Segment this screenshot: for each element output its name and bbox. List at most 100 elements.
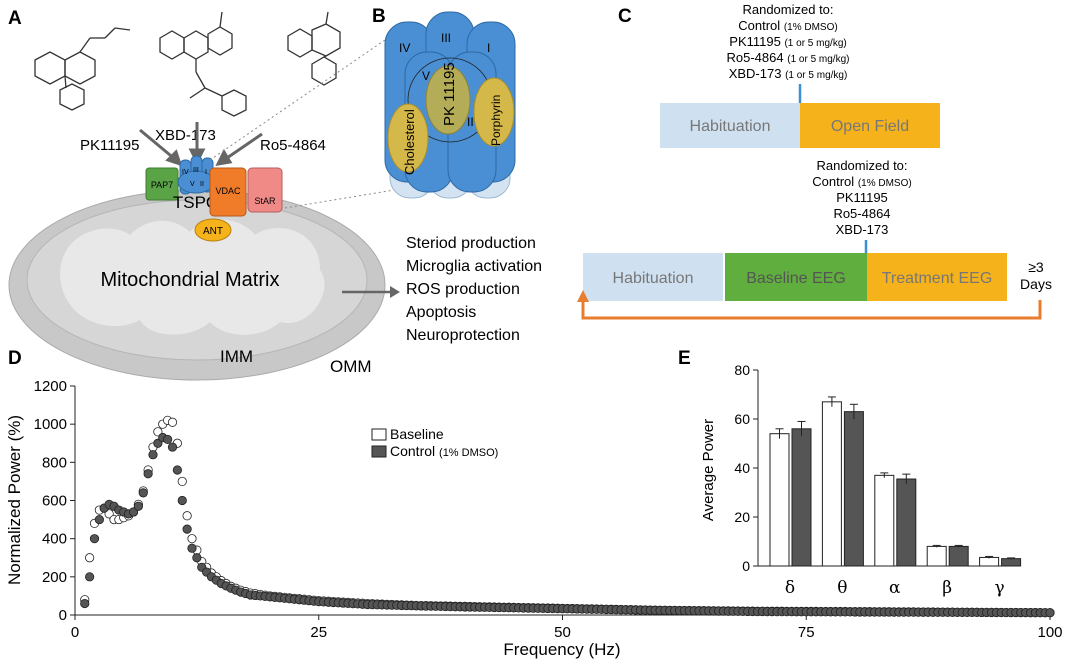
porphyrin-label: Porphyrin (489, 95, 503, 146)
star-protein (247, 167, 283, 213)
d-point-control (89, 534, 100, 544)
d-point-control (192, 553, 202, 563)
c-top-openfield-block (800, 103, 940, 148)
c-bottom-line-1: Control (1% DMSO) (812, 174, 911, 189)
d-xtick-label: 75 (798, 624, 815, 641)
cholesterol-site (387, 103, 429, 173)
legend-control-label: Control (1% DMSO) (390, 443, 498, 459)
vdac-label: VDAC (215, 186, 241, 196)
d-point-control (94, 514, 104, 525)
c-bottom-treatment-block (867, 253, 1007, 301)
panel-c: Randomized to: Control (1% DMSO) PK11195… (577, 2, 1052, 320)
e-xtick-label: α (889, 578, 901, 598)
effect-ros: ROS production (406, 281, 520, 298)
panel-label-d: D (8, 348, 22, 369)
d-point-control (85, 572, 95, 582)
tspo-label: TSPO (173, 193, 219, 212)
porphyrin-site (473, 77, 515, 147)
c-bottom-treatment-label: Treatment EEG (882, 270, 993, 287)
panel-label-c: C (618, 6, 632, 27)
e-ylabel: Average Power (700, 419, 717, 521)
guide-line-top (209, 39, 386, 161)
e-bar-baseline (769, 433, 790, 567)
d-point-control (167, 442, 178, 452)
d-ytick-label: 600 (42, 493, 67, 510)
c-top-line-3: Ro5-4864 (1 or 5 mg/kg) (727, 50, 850, 65)
e-bar-control (843, 411, 864, 567)
c-bottom-habituation-label: Habituation (613, 270, 694, 287)
c-bottom-heading: Randomized to: (816, 158, 907, 173)
d-ytick-label: 0 (59, 607, 67, 624)
effect-neuroprotection: Neuroprotection (406, 327, 520, 344)
d-point-control (138, 488, 148, 498)
drug-label-pk11195: PK11195 (80, 137, 140, 154)
c-top-openfield-label: Open Field (831, 118, 909, 135)
e-bar-baseline (874, 474, 895, 567)
panel-label-b: B (372, 6, 386, 27)
e-bar-baseline (979, 556, 1000, 567)
pap7-label: PAP7 (151, 180, 173, 190)
d-point-baseline (182, 511, 192, 521)
d-ytick-label: 1000 (34, 416, 67, 433)
c-top-heading: Randomized to: (742, 2, 833, 17)
d-point-baseline (187, 534, 197, 544)
c-top-habituation-block (660, 103, 800, 148)
d-point-control (172, 465, 182, 475)
e-xtick-label: δ (785, 578, 795, 598)
matrix-label: Mitochondrial Matrix (101, 269, 280, 291)
c-bottom-line-2: PK11195 (836, 190, 888, 205)
helix-label-iv: IV (399, 41, 410, 55)
legend-baseline-swatch (371, 428, 387, 441)
legend-baseline-label: Baseline (390, 426, 444, 442)
vdac-protein (209, 167, 247, 217)
c-bottom-line-4: XBD-173 (836, 222, 889, 237)
guide-line-bottom (284, 179, 456, 209)
d-ylabel: Normalized Power (%) (5, 415, 24, 585)
effect-steroid: Steriod production (406, 235, 536, 252)
c-bottom-baseline-block (725, 253, 867, 301)
tspo-unit-label-ii: II (200, 181, 204, 188)
d-point-control (1045, 608, 1055, 618)
d-point-control (80, 598, 90, 609)
arrowhead-pk11195 (165, 149, 183, 167)
omm-label: OMM (330, 357, 372, 376)
effect-microglia: Microglia activation (406, 258, 542, 275)
d-point-control (148, 450, 158, 460)
e-xtick-label: θ (837, 578, 847, 598)
d-point-control (163, 434, 173, 445)
pk11195-structure-icon (34, 27, 131, 111)
tspo-unit-label-iv: IV (182, 169, 189, 176)
d-ytick-label: 400 (42, 531, 67, 548)
arrow-ro54864 (223, 132, 263, 162)
c-top-line-2: PK11195 (1 or 5 mg/kg) (729, 34, 846, 49)
d-point-baseline (177, 476, 187, 487)
e-xtick-label: β (942, 578, 952, 598)
xbd173-structure-icon (159, 11, 247, 117)
arrowhead-ro54864 (215, 148, 233, 166)
c-bottom-habituation-block (583, 253, 723, 301)
star-label: StAR (254, 196, 276, 206)
e-xtick-label: γ (995, 578, 1005, 598)
pk11195-site (425, 65, 471, 135)
d-point-control (187, 543, 197, 553)
c-top-line-4: XBD-173 (1 or 5 mg/kg) (729, 66, 848, 81)
e-bar-control (1001, 558, 1022, 567)
pk11195-site-label: PK 11195 (441, 62, 458, 126)
drug-label-ro54864: Ro5-4864 (260, 137, 326, 154)
e-ytick-label: 20 (734, 509, 750, 525)
helix-label-iii: III (441, 31, 451, 45)
d-xtick-label: 25 (310, 624, 327, 641)
drug-label-xbd173: XBD-173 (155, 127, 216, 144)
tspo-unit-label-i: I (205, 169, 207, 176)
e-ytick-label: 60 (734, 411, 750, 427)
e-bar-control (791, 428, 812, 567)
c-bottom-baseline-label: Baseline EEG (746, 270, 846, 287)
e-bar-control (896, 478, 917, 567)
imm-label: IMM (220, 347, 253, 366)
d-point-control (133, 501, 143, 511)
panel-b: IV III I V II Cholesterol PK 11195 Porph… (384, 11, 516, 199)
